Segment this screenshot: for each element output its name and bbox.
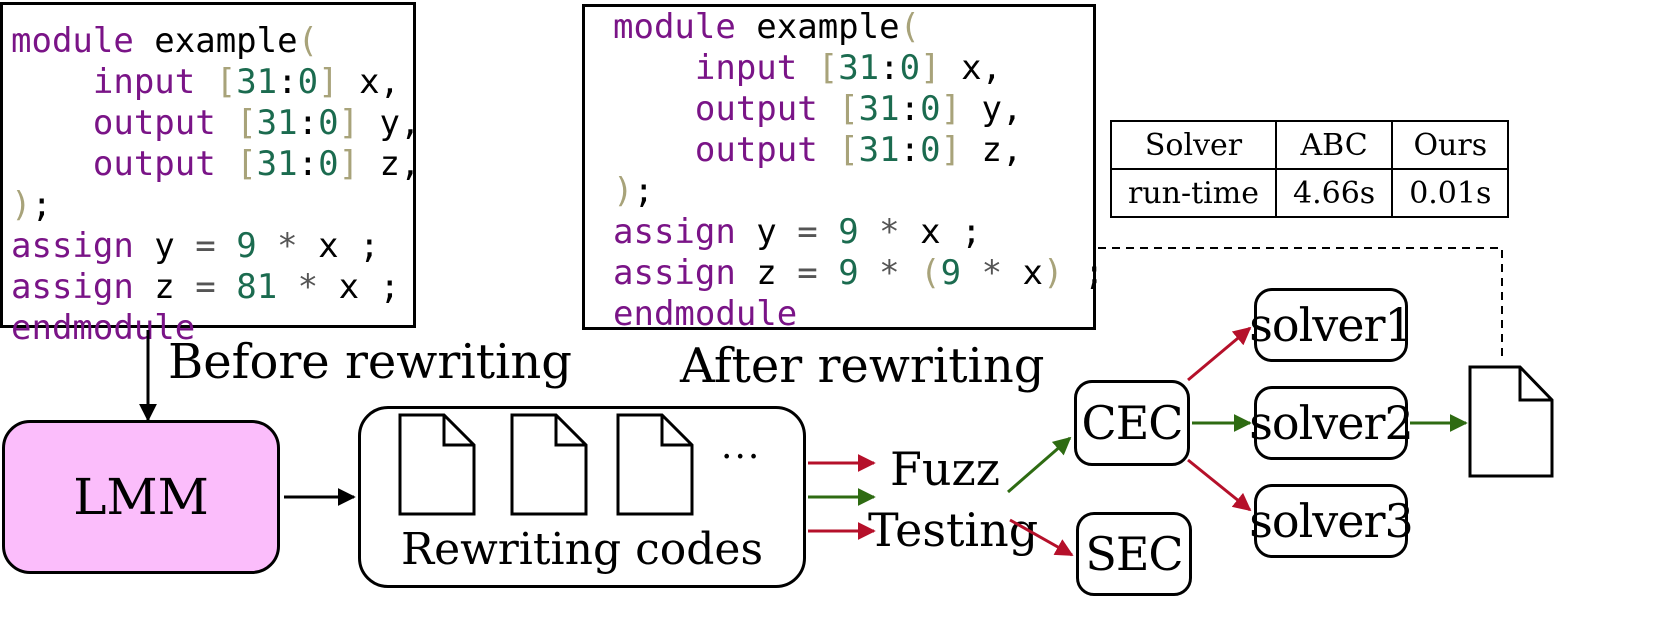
code-line: assign z = 9 * (9 * x) ; xyxy=(613,253,1105,293)
cec-node: CEC xyxy=(1074,380,1190,466)
code-before-box: module example( input [31:0] x, output [… xyxy=(0,2,421,348)
code-line: output [31:0] y, xyxy=(92,103,421,143)
code-line: module example( xyxy=(11,21,319,61)
solver2-label: solver2 xyxy=(1249,396,1413,450)
sec-label: SEC xyxy=(1085,527,1183,581)
runtime-table: Solver ABC Ours run-time 4.66s 0.01s xyxy=(1110,120,1510,218)
code-line: ); xyxy=(11,185,52,225)
code-line: output [31:0] y, xyxy=(694,89,1023,129)
arrow-red-to-solver1 xyxy=(1187,326,1252,382)
code-line: output [31:0] z, xyxy=(92,144,421,184)
code-line: endmodule xyxy=(11,308,196,348)
code-after-box: module example( input [31:0] x, output [… xyxy=(582,4,1104,334)
table-header-row: Solver ABC Ours xyxy=(1110,120,1510,170)
after-rewriting-caption: After rewriting xyxy=(680,338,1045,394)
table-header-cell: ABC xyxy=(1274,120,1394,170)
before-rewriting-caption: Before rewriting xyxy=(168,334,572,390)
table-header-cell: Solver xyxy=(1110,120,1277,170)
solver1-node: solver1 xyxy=(1249,288,1414,362)
rewriting-codes-label: Rewriting codes xyxy=(400,524,764,575)
code-before: module example( input [31:0] x, output [… xyxy=(11,21,421,349)
code-line: module example( xyxy=(613,7,921,47)
document-icon xyxy=(616,413,694,516)
code-line: assign y = 9 * x ; xyxy=(613,212,982,252)
ellipsis-label: ··· xyxy=(721,437,762,478)
document-icon xyxy=(510,413,588,516)
document-icon xyxy=(398,413,476,516)
lmm-label: LMM xyxy=(73,468,209,526)
table-cell: run-time xyxy=(1110,168,1277,218)
code-line: ); xyxy=(613,171,654,211)
arrow-green-to-cec xyxy=(1007,436,1072,494)
code-line: endmodule xyxy=(613,294,798,334)
result-document-icon xyxy=(1468,365,1554,478)
sec-node: SEC xyxy=(1076,512,1192,596)
rewriting-codes-box: Rewriting codes ··· xyxy=(358,406,806,588)
solver3-label: solver3 xyxy=(1249,494,1413,548)
table-cell: 0.01s xyxy=(1391,168,1510,218)
code-after: module example( input [31:0] x, output [… xyxy=(613,7,1104,335)
solver1-label: solver1 xyxy=(1249,298,1413,352)
arrow-red-to-sec xyxy=(1009,518,1074,557)
table-cell: 4.66s xyxy=(1274,168,1394,218)
lmm-node: LMM xyxy=(2,420,280,574)
solver3-node: solver3 xyxy=(1249,484,1414,558)
cec-label: CEC xyxy=(1081,396,1184,450)
code-line: assign z = 81 * x ; xyxy=(11,267,401,307)
code-line: input [31:0] x, xyxy=(92,62,401,102)
table-row: run-time 4.66s 0.01s xyxy=(1110,168,1510,218)
code-line: input [31:0] x, xyxy=(694,48,1003,88)
testing-label: Testing xyxy=(868,503,1039,557)
code-line: assign y = 9 * x ; xyxy=(11,226,380,266)
code-line: output [31:0] z, xyxy=(694,130,1023,170)
table-header-cell: Ours xyxy=(1391,120,1510,170)
arrow-red-to-solver3 xyxy=(1187,458,1252,512)
fuzz-label: Fuzz xyxy=(890,442,1001,496)
solver2-node: solver2 xyxy=(1249,386,1414,460)
dashed-connector xyxy=(1098,247,1503,362)
